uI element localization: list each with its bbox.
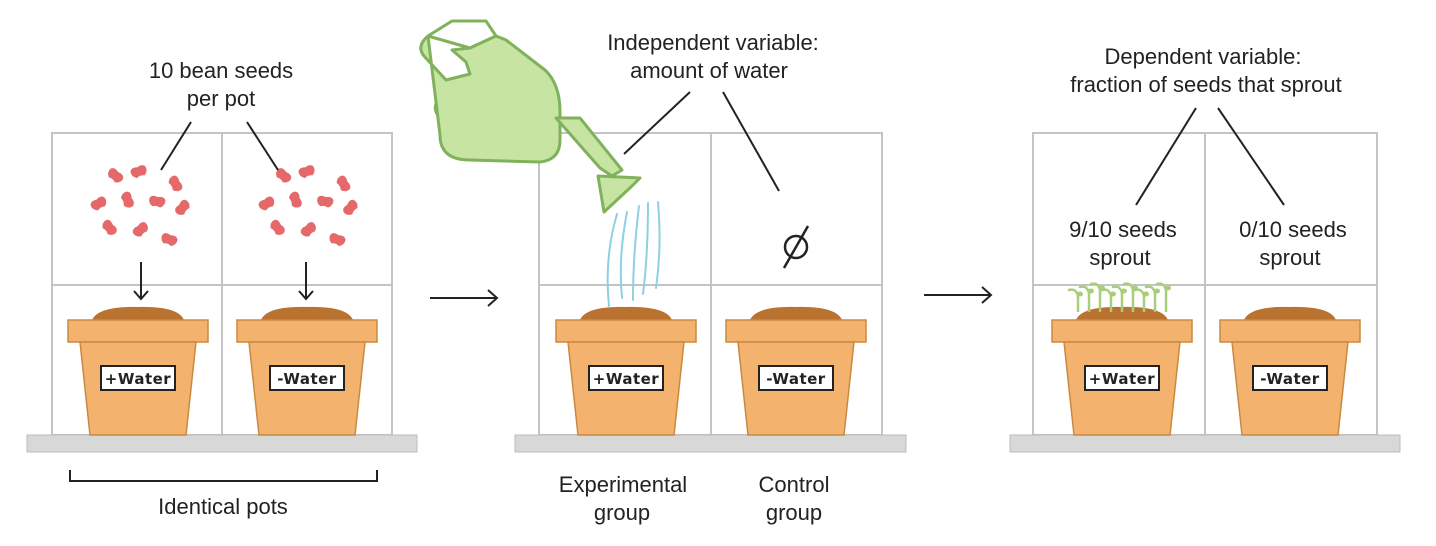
sprout-result-minus-line1: 0/10 seeds bbox=[1239, 217, 1347, 242]
shelf-3 bbox=[1009, 434, 1401, 453]
pot-label-text: -Water bbox=[1260, 370, 1320, 388]
leader-lines-seeds bbox=[160, 121, 279, 171]
bean-seed-icon bbox=[288, 191, 302, 208]
shelf-2 bbox=[514, 434, 907, 453]
arrow-down-icon bbox=[298, 262, 314, 301]
control-group-label-line2: group bbox=[766, 500, 822, 525]
bean-seed-icon bbox=[336, 175, 351, 192]
shelf-1 bbox=[26, 434, 418, 453]
pot-label-text: -Water bbox=[766, 370, 826, 388]
pot-rim bbox=[67, 319, 209, 343]
control-group-label-line1: Control bbox=[759, 472, 830, 497]
pot-plus-water-1: +Water bbox=[67, 306, 209, 436]
soil bbox=[1244, 306, 1336, 320]
bean-seeds-left bbox=[90, 165, 190, 247]
sprout-result-plus-line2: sprout bbox=[1089, 245, 1150, 270]
sprout-result-plus-line1: 9/10 seeds bbox=[1069, 217, 1177, 242]
sprout-icon bbox=[1111, 285, 1127, 312]
pot-rim bbox=[555, 319, 697, 343]
bean-seed-icon bbox=[108, 168, 124, 183]
pot-label-text: +Water bbox=[593, 370, 660, 388]
bean-seed-icon bbox=[317, 195, 334, 208]
pot-label-tag bbox=[758, 365, 834, 391]
bean-seed-icon bbox=[120, 191, 134, 208]
panel-treatment: +Water -Water Independent variable: amou… bbox=[419, 19, 907, 525]
soil bbox=[261, 306, 353, 320]
bean-seed-icon bbox=[130, 165, 147, 179]
bean-seed-icon bbox=[258, 196, 275, 211]
pot-rim bbox=[725, 319, 867, 343]
arrow-right-icon bbox=[924, 286, 993, 304]
pot-label-text: +Water bbox=[105, 370, 172, 388]
pot-plus-water-3: +Water bbox=[1051, 282, 1193, 436]
leader-lines-dependent bbox=[1135, 107, 1285, 206]
pot-minus-water-3: -Water bbox=[1219, 306, 1361, 436]
pot-label-tag bbox=[1252, 365, 1328, 391]
empty-set-icon bbox=[782, 225, 810, 269]
bean-seed-icon bbox=[270, 219, 285, 235]
pot-label-tag bbox=[588, 365, 664, 391]
identical-pots-bracket bbox=[69, 470, 378, 482]
panel-setup: +Water -Water 10 bean seeds per pot Iden… bbox=[26, 58, 418, 519]
experimental-group-label-line2: group bbox=[594, 500, 650, 525]
bean-seed-icon bbox=[168, 175, 183, 192]
sprout-icon bbox=[1078, 285, 1094, 312]
pot-plus-water-2: +Water bbox=[555, 306, 697, 436]
pot-label-tag bbox=[1084, 365, 1160, 391]
bean-seed-icon bbox=[132, 222, 148, 237]
soil bbox=[580, 306, 672, 320]
pot-label-tag bbox=[100, 365, 176, 391]
pot-rim bbox=[1219, 319, 1361, 343]
pot-rim bbox=[1051, 319, 1193, 343]
arrow-down-icon bbox=[133, 262, 149, 301]
pot-rim bbox=[236, 319, 378, 343]
dependent-variable-label-line2: fraction of seeds that sprout bbox=[1070, 72, 1342, 97]
bean-seed-icon bbox=[102, 219, 117, 235]
bean-seed-icon bbox=[300, 222, 316, 237]
pot-label-text: +Water bbox=[1089, 370, 1156, 388]
bean-seed-icon bbox=[276, 168, 292, 183]
sprout-result-minus-line2: sprout bbox=[1259, 245, 1320, 270]
watering-can-icon bbox=[419, 19, 642, 214]
bean-seed-icon bbox=[90, 196, 107, 211]
bean-seeds-right bbox=[258, 165, 358, 247]
seeds-per-pot-label-line1: 10 bean seeds bbox=[149, 58, 293, 83]
bean-seed-icon bbox=[175, 199, 190, 215]
independent-variable-label-line1: Independent variable: bbox=[607, 30, 819, 55]
seeds-per-pot-label-line2: per pot bbox=[187, 86, 256, 111]
soil bbox=[92, 306, 184, 320]
arrow-right-icon bbox=[430, 289, 499, 307]
pot-label-text: -Water bbox=[277, 370, 337, 388]
independent-variable-label-line2: amount of water bbox=[630, 58, 788, 83]
panel-results: +Water -Water Dependent variable: fracti… bbox=[1009, 44, 1401, 453]
dependent-variable-label-line1: Dependent variable: bbox=[1105, 44, 1302, 69]
identical-pots-label: Identical pots bbox=[158, 494, 288, 519]
experimental-group-label-line1: Experimental bbox=[559, 472, 687, 497]
sprout-icon bbox=[1144, 285, 1160, 312]
sprout-icon bbox=[1067, 288, 1083, 312]
bean-seed-icon bbox=[343, 199, 358, 215]
soil bbox=[750, 306, 842, 320]
sprout-icon bbox=[1133, 288, 1149, 312]
bean-seed-icon bbox=[329, 233, 346, 247]
pot-label-tag bbox=[269, 365, 345, 391]
pot-minus-water-2: -Water bbox=[725, 306, 867, 436]
leader-lines-independent bbox=[623, 91, 780, 192]
water-streams bbox=[606, 201, 661, 307]
sprout-icon bbox=[1100, 288, 1116, 312]
pot-minus-water-1: -Water bbox=[236, 306, 378, 436]
bean-seed-icon bbox=[298, 165, 315, 179]
sprout-icon bbox=[1155, 282, 1171, 312]
bean-seed-icon bbox=[161, 233, 178, 247]
bean-seed-icon bbox=[149, 195, 166, 208]
